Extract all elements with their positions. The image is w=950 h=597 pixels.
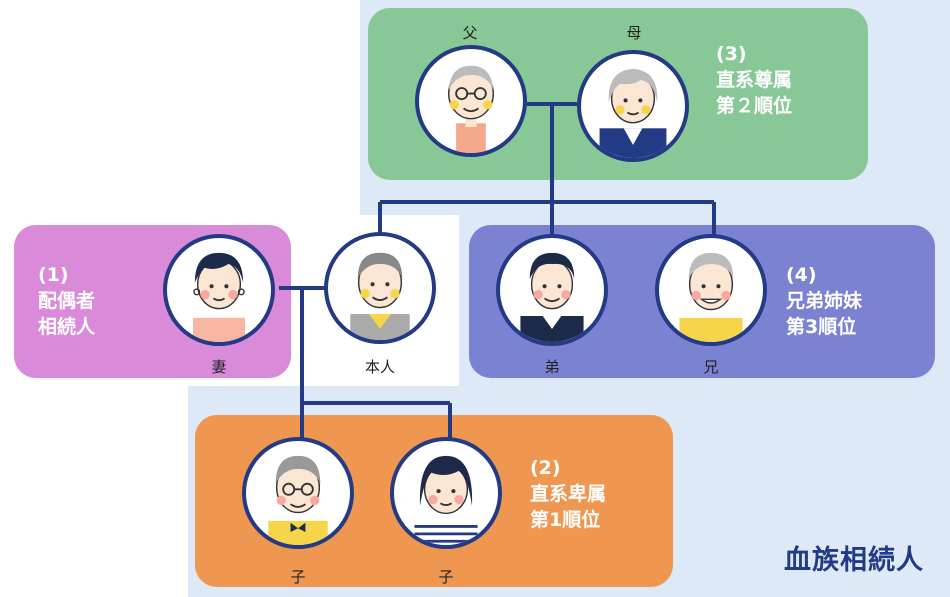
older-brother-label: 兄 xyxy=(703,358,719,376)
blood-heirs-title: 血族相続人 xyxy=(784,545,924,576)
ascendants-line2: 第２順位 xyxy=(716,95,793,117)
siblings-number: (4) xyxy=(786,264,817,286)
father-avatar xyxy=(415,45,527,157)
self-label: 本人 xyxy=(364,358,395,376)
mother-avatar xyxy=(577,50,689,162)
ascendants-line1: 直系尊属 xyxy=(716,69,793,91)
spouse-line1: 配偶者 xyxy=(38,290,96,312)
siblings-line2: 第3順位 xyxy=(786,316,857,338)
spouse-line2: 相続人 xyxy=(38,316,96,338)
siblings-label: (4) 兄弟姉妹 第3順位 xyxy=(786,262,862,340)
older-brother-avatar xyxy=(655,234,767,346)
descendants-number: (2) xyxy=(530,457,561,479)
child1-label: 子 xyxy=(290,568,306,586)
ascendants-label: (3) 直系尊属 第２順位 xyxy=(716,41,792,119)
wife-avatar xyxy=(163,234,275,346)
younger-brother-avatar xyxy=(496,234,608,346)
child1-avatar xyxy=(242,437,354,549)
siblings-line1: 兄弟姉妹 xyxy=(786,290,863,312)
ascendants-number: (3) xyxy=(716,43,747,65)
spouse-label: (1) 配偶者 相続人 xyxy=(38,262,95,340)
child2-avatar xyxy=(390,437,502,549)
mother-label: 母 xyxy=(626,24,642,42)
descendants-line2: 第1順位 xyxy=(530,509,601,531)
self-avatar xyxy=(324,232,436,344)
descendants-line1: 直系卑属 xyxy=(530,483,607,505)
wife-label: 妻 xyxy=(211,358,227,376)
descendants-label: (2) 直系卑属 第1順位 xyxy=(530,455,606,533)
spouse-number: (1) xyxy=(38,264,69,286)
child2-label: 子 xyxy=(438,568,454,586)
younger-brother-label: 弟 xyxy=(544,358,560,376)
father-label: 父 xyxy=(462,24,478,42)
